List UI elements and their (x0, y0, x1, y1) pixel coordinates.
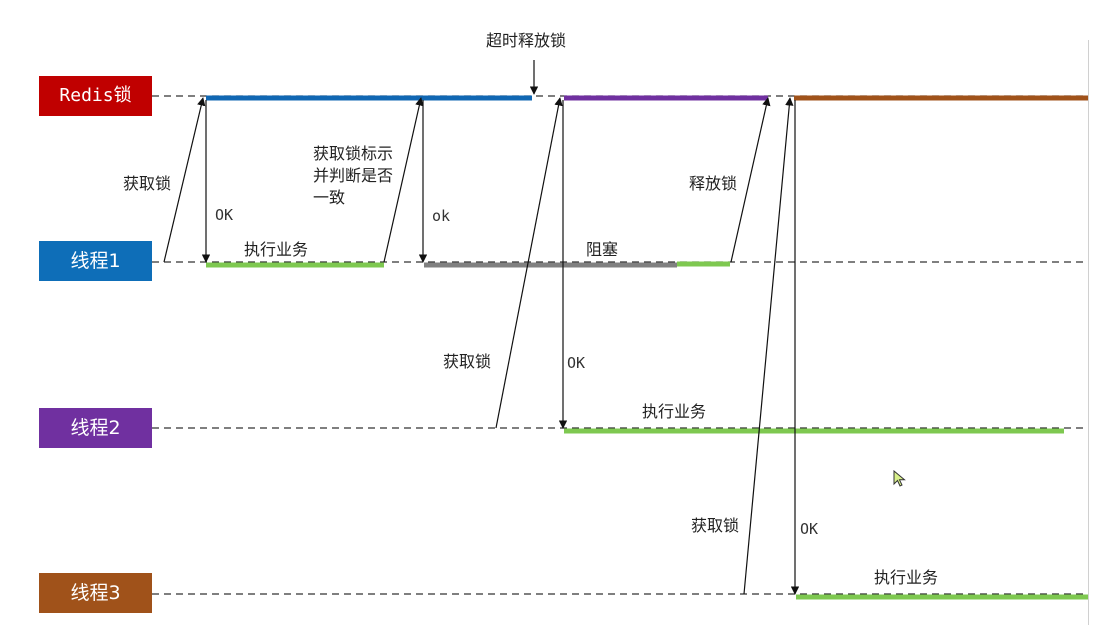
thread2-acquire-label: 获取锁 (443, 352, 492, 371)
thread3-work-label: 执行业务 (874, 568, 939, 587)
thread1-acquire-label: 获取锁 (123, 174, 172, 193)
thread1-lane-box: 线程1 (39, 241, 152, 281)
thread1-acquire-arrow (163, 97, 206, 263)
thread3-ok-label: OK (800, 520, 819, 538)
redis-lock-lane-box: Redis锁 (39, 76, 152, 116)
thread3-acquire-arrow (743, 97, 794, 595)
thread1-blocked-label: 阻塞 (586, 240, 619, 259)
thread3-acquire-label: 获取锁 (691, 516, 740, 535)
thread2-acquire-arrow (495, 97, 563, 429)
thread3-lane-box: 线程3 (39, 573, 152, 613)
thread1-release-label: 释放锁 (689, 174, 738, 193)
thread1-check-arrow (383, 97, 424, 263)
thread2-ok-label: OK (567, 354, 586, 372)
thread2-lane-box: 线程2 (39, 408, 152, 448)
right-edge-panel (1088, 40, 1094, 625)
thread1-ok2-label: ok (432, 207, 451, 225)
thread1-release-arrow (730, 97, 771, 263)
mouse-pointer-icon (893, 470, 906, 487)
thread1-work-label: 执行业务 (244, 240, 309, 259)
thread1-check-label: 获取锁标示 并判断是否 一致 (313, 144, 394, 207)
thread2-work-label: 执行业务 (642, 402, 707, 421)
timeout-release-label: 超时释放锁 (486, 31, 567, 50)
thread1-ok-label: OK (215, 206, 234, 224)
